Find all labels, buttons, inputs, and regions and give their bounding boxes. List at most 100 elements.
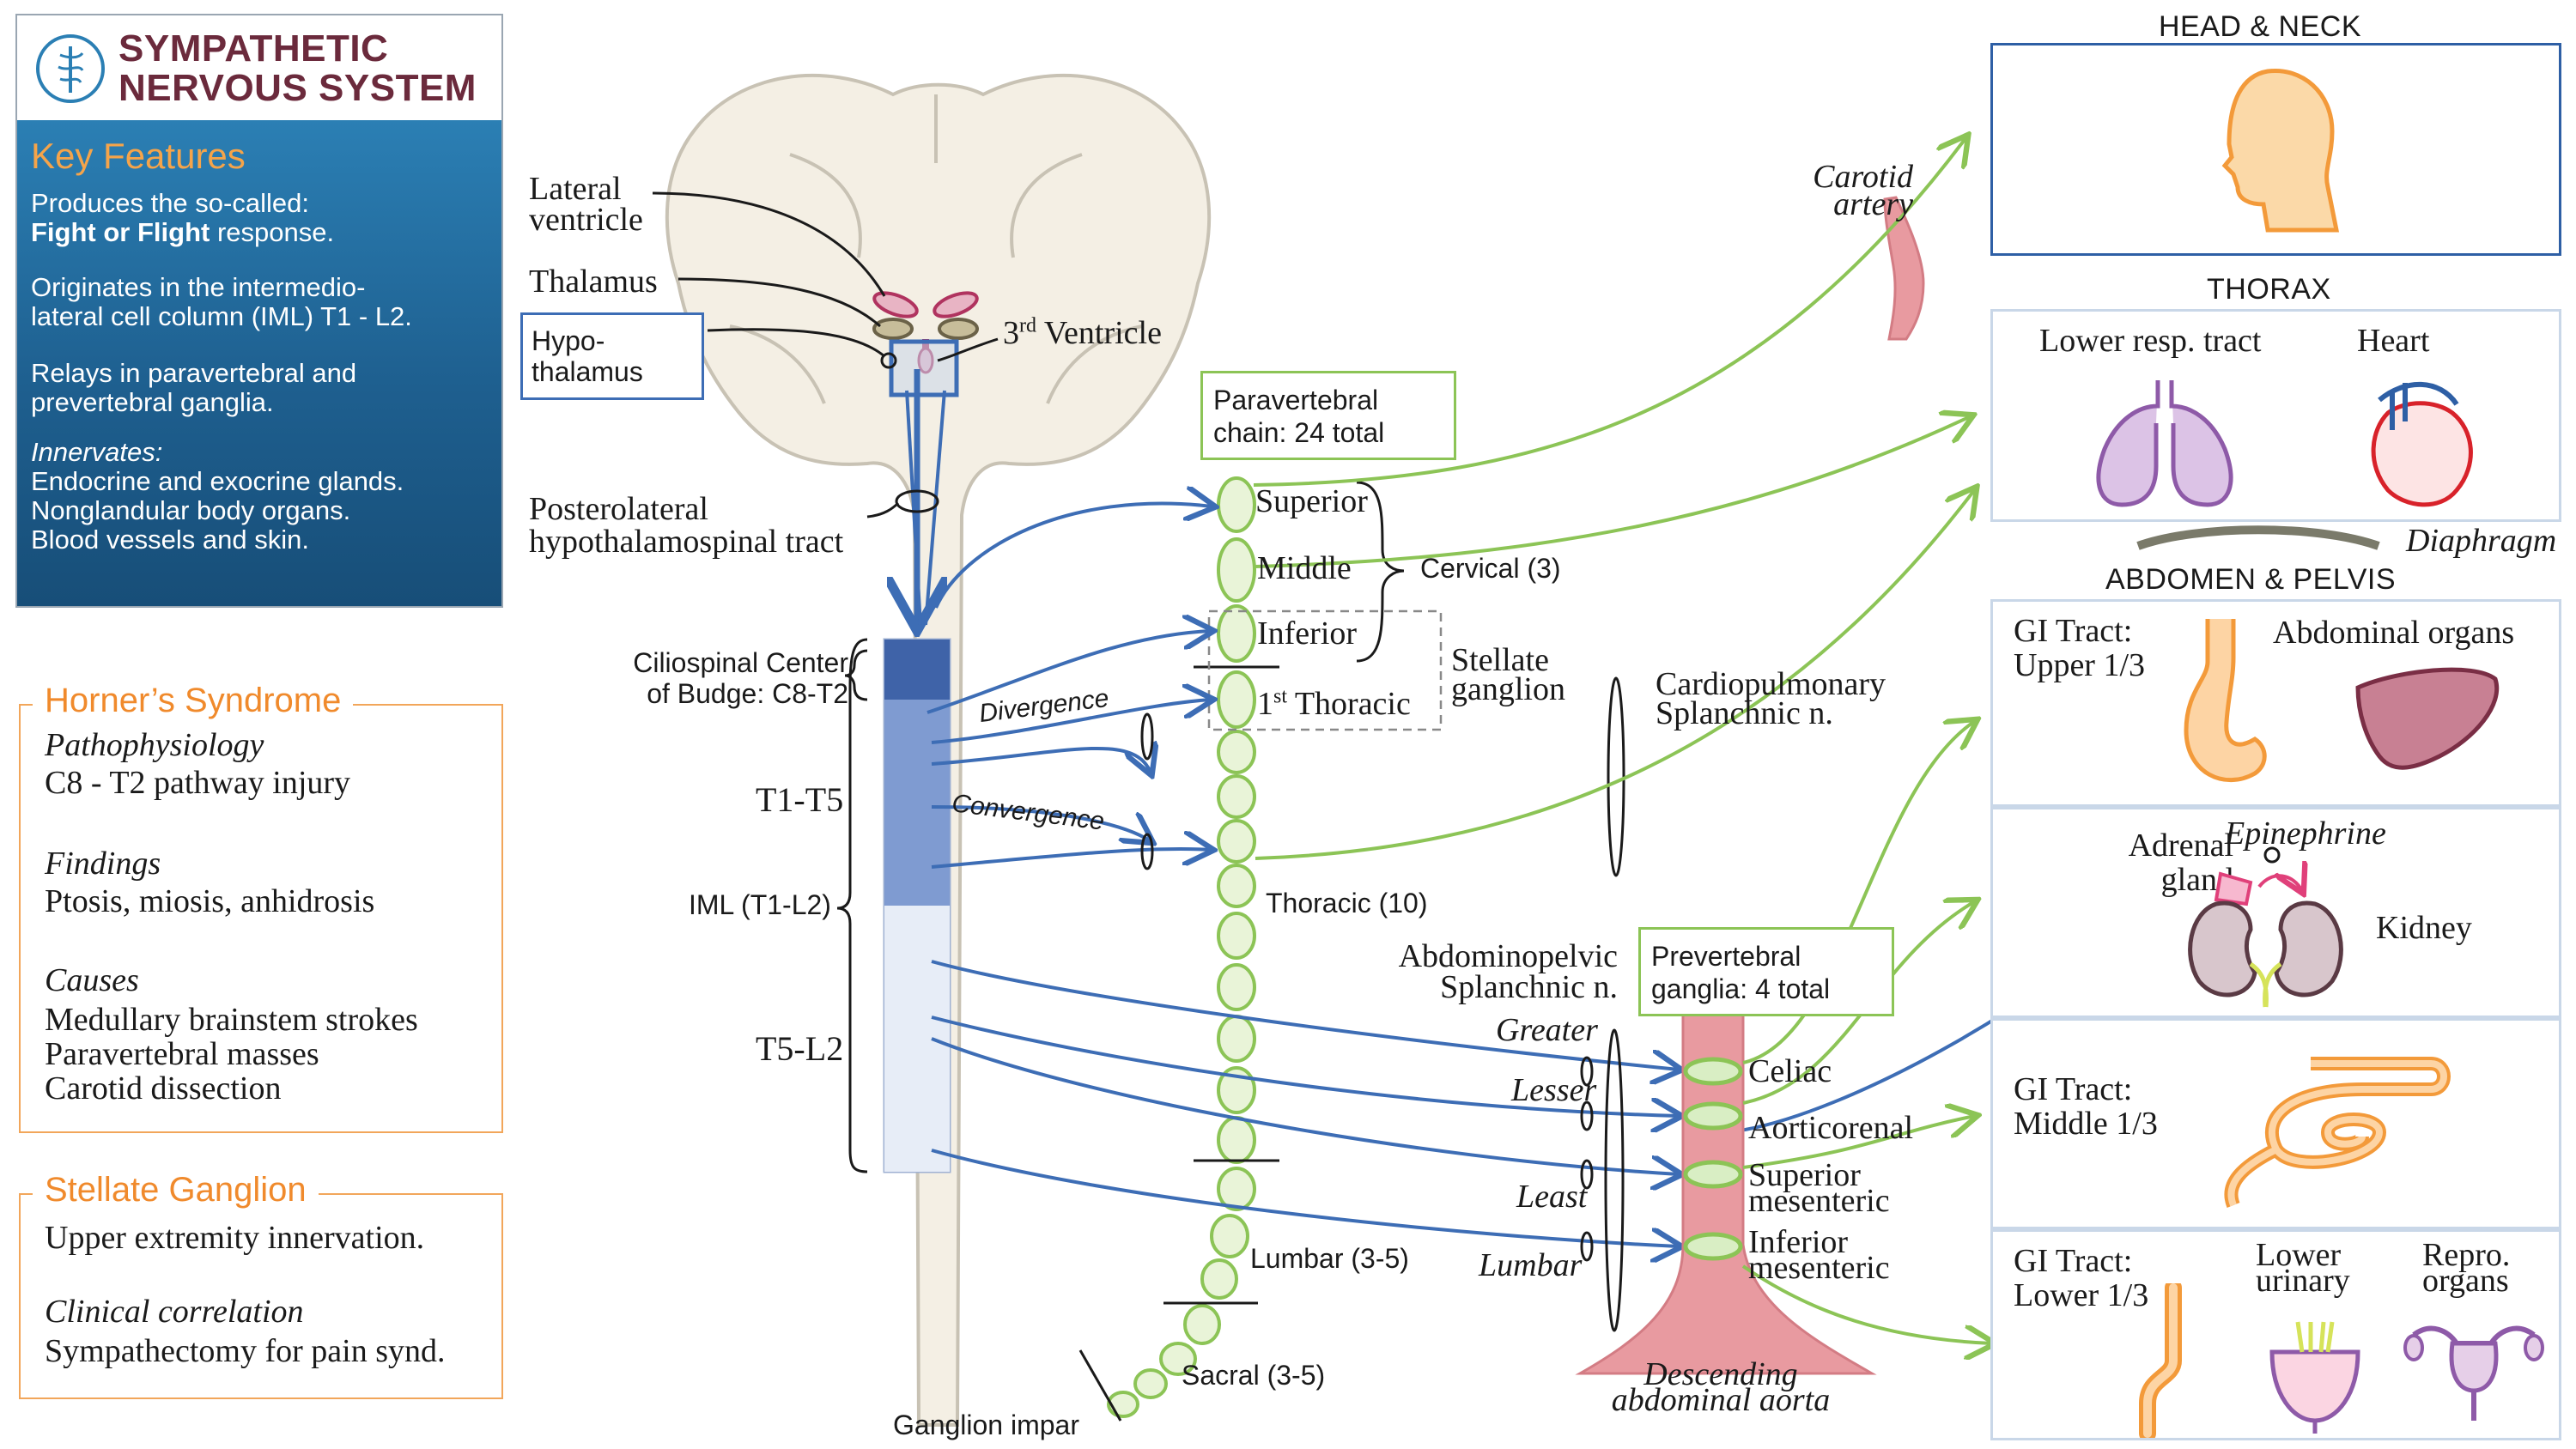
aorta-line1: Descending <box>1643 1356 1798 1392</box>
carotid-line2: artery <box>1833 186 1913 222</box>
third-num: 3 <box>1003 315 1019 351</box>
gi-upper-line2: Upper 1/3 <box>2014 647 2146 683</box>
abdominal-organs-label: Abdominal organs <box>2273 615 2515 651</box>
third-sup: rd <box>1019 314 1036 337</box>
greater-splanchnic-label: Greater <box>1496 1012 1598 1048</box>
stellate-label: Stellate ganglion <box>1451 644 1565 707</box>
title-line-2: NERVOUS SYSTEM <box>118 67 477 109</box>
cilio-line1: Ciliospinal Center <box>633 647 848 678</box>
tract-line2: hypothalamospinal tract <box>529 524 844 560</box>
caduceus-logo-icon <box>36 34 105 103</box>
superior-cervical-label: Superior <box>1255 483 1368 519</box>
aorticorenal-label: Aorticorenal <box>1748 1110 1914 1146</box>
carotid-label: Carotid artery <box>1793 161 1913 222</box>
cervical-brace <box>1356 481 1405 663</box>
epinephrine-label: Epinephrine <box>2225 815 2386 852</box>
key-features-heading: Key Features <box>31 136 246 176</box>
stellate-text-2: Sympathectomy for pain synd. <box>45 1333 446 1369</box>
diaphragm-label: Diaphragm <box>2406 523 2557 559</box>
stellate-heading: Stellate Ganglion <box>33 1171 319 1210</box>
lower-resp-label: Lower resp. tract <box>2039 323 2262 359</box>
key-feature-3: Relays in paravertebral and prevertebral… <box>31 359 495 417</box>
patho-label: Pathophysiology <box>45 727 264 763</box>
gi-lower-box: GI Tract: Lower 1/3 Lower urinary Repro.… <box>1990 1229 2561 1440</box>
page-title: SYMPATHETIC NERVOUS SYSTEM <box>118 29 477 108</box>
stomach-icon <box>2184 619 2267 783</box>
postganglionic-fibers <box>1253 137 1992 1343</box>
lower-urinary-label: Lower urinary <box>2256 1239 2350 1299</box>
sympathetic-chain <box>1107 476 1256 1418</box>
kf3-line2: prevertebral ganglia. <box>31 387 274 417</box>
key-features-panel: Key Features Produces the so-called: Fig… <box>17 120 501 606</box>
superior-mesenteric-label: Superior mesenteric <box>1748 1159 1890 1217</box>
kf2-line2: lateral cell column (IML) T1 - L2. <box>31 301 412 331</box>
abdomen-pelvis-title: ABDOMEN & PELVIS <box>2105 563 2397 596</box>
first-word: Thoracic <box>1287 686 1411 722</box>
causes-label: Causes <box>45 962 139 998</box>
heart-label: Heart <box>2357 323 2430 359</box>
horners-syndrome-box: Horner’s Syndrome Pathophysiology C8 - T… <box>19 682 503 1133</box>
cardio-line2: Splanchnic n. <box>1656 695 1833 731</box>
kidney-label: Kidney <box>2376 910 2472 946</box>
heart-icon <box>2371 381 2473 507</box>
prev-line2: ganglia: 4 total <box>1651 973 1831 1004</box>
im-line2: mesenteric <box>1748 1250 1890 1286</box>
innervates-label: Innervates: <box>31 437 163 467</box>
repro-line1: Repro. <box>2422 1237 2511 1273</box>
innervates-1: Endocrine and exocrine glands. <box>31 466 404 496</box>
gi-upper-label: GI Tract: Upper 1/3 <box>2014 614 2145 682</box>
lu-line2: urinary <box>2256 1263 2350 1299</box>
liver-icon <box>2355 667 2500 770</box>
hypo-line2: thalamus <box>532 356 643 387</box>
t1-t5-label: T1-T5 <box>756 780 844 819</box>
colon-icon <box>2139 1283 2182 1438</box>
third-ventricle-label: 3rd Ventricle <box>1003 314 1162 352</box>
key-feature-2: Originates in the intermedio- lateral ce… <box>31 273 495 331</box>
intestine-icon <box>2224 1057 2451 1208</box>
thorax-title: THORAX <box>2207 273 2331 306</box>
stellate-text-1: Upper extremity innervation. <box>45 1220 425 1256</box>
im-line1: Inferior <box>1748 1224 1849 1260</box>
gi-lower-line1: GI Tract: <box>2014 1243 2133 1279</box>
diaphragm-icon <box>2136 525 2380 550</box>
patho-text: C8 - T2 pathway injury <box>45 765 351 801</box>
spinal-cord <box>883 369 951 1173</box>
thalamus-label: Thalamus <box>529 264 658 300</box>
cause-1: Medullary brainstem strokes <box>45 1002 418 1038</box>
gi-lower-line2: Lower 1/3 <box>2014 1277 2149 1313</box>
lateral-ventricle-label: Lateral ventricle <box>529 171 643 238</box>
first-num: 1 <box>1257 686 1273 722</box>
hypothalamus-label: Hypo- thalamus <box>532 325 643 387</box>
kf1-bold: Fight or Flight <box>31 217 210 247</box>
sacral-label: Sacral (3-5) <box>1182 1360 1326 1391</box>
prevertebral-label: Prevertebral ganglia: 4 total <box>1651 940 1830 1005</box>
cardiopulmonary-label: Cardiopulmonary Splanchnic n. <box>1656 668 1886 731</box>
stellate-ganglion-box: Stellate Ganglion Upper extremity innerv… <box>19 1171 503 1399</box>
bladder-icon <box>2269 1321 2360 1434</box>
first-sup: st <box>1273 685 1288 708</box>
kf1-line1: Produces the so-called: <box>31 188 309 218</box>
celiac-label: Celiac <box>1748 1053 1832 1089</box>
epinephrine-ring-icon <box>2263 846 2281 864</box>
findings-text: Ptosis, miosis, anhidrosis <box>45 883 375 919</box>
kf1-rest: response. <box>210 217 335 247</box>
adrenal-box: Adrenal gland Epinephrine Kidney <box>1990 807 2561 1018</box>
carotid-artery <box>1883 196 1925 341</box>
prevertebral-box: Prevertebral ganglia: 4 total <box>1638 927 1894 1016</box>
lesser-splanchnic-label: Lesser <box>1511 1072 1597 1108</box>
abd-line2: Splanchnic n. <box>1440 969 1618 1005</box>
paravertebral-label: Paravertebral chain: 24 total <box>1213 384 1384 449</box>
prevertebral-ganglia <box>1683 1057 1743 1261</box>
lv-line1: Lateral <box>529 171 622 207</box>
lv-line2: ventricle <box>529 202 643 238</box>
abd-line1: Abdominopelvic <box>1398 938 1618 974</box>
stellate-line2: ganglion <box>1451 671 1565 707</box>
gi-middle-box: GI Tract: Middle 1/3 <box>1990 1018 2561 1229</box>
gi-lower-label: GI Tract: Lower 1/3 <box>2014 1244 2148 1313</box>
abdominopelvic-label: Abdominopelvic Splanchnic n. <box>1369 938 1618 1005</box>
horners-heading: Horner’s Syndrome <box>33 682 354 720</box>
ganglion-impar-label: Ganglion impar <box>893 1410 1079 1440</box>
cilio-line2: of Budge: C8-T2 <box>647 678 848 709</box>
gi-middle-label: GI Tract: Middle 1/3 <box>2014 1072 2158 1141</box>
